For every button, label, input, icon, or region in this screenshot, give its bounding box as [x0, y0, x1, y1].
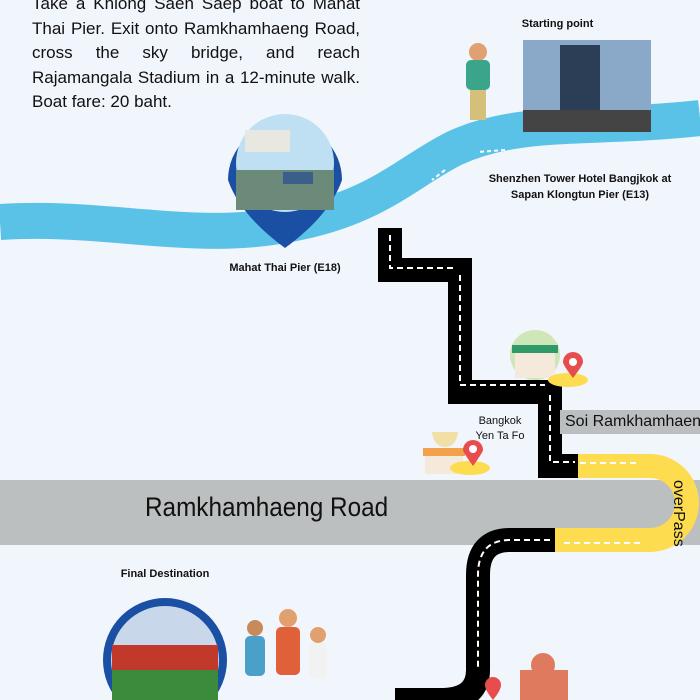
starting-point-label: Starting point — [521, 18, 594, 30]
hotel-photo — [523, 40, 651, 132]
pier-label: Mahat Thai Pier (E18) — [229, 262, 341, 274]
walking-route-1 — [378, 228, 578, 478]
route-1-dashes — [389, 235, 575, 463]
shop-label-line2: Yen Ta Fo — [475, 430, 525, 442]
shop-label-line1: Bangkok — [478, 415, 522, 427]
final-destination-label: Final Destination — [120, 568, 210, 580]
stadium-photo — [103, 598, 227, 700]
overpass-label: overPass — [670, 480, 687, 547]
convenience-store-icon — [510, 330, 588, 387]
noodle-shop-icon — [423, 432, 490, 475]
river-arrows — [431, 149, 506, 181]
overpass-route — [555, 454, 699, 552]
pier-pin-icon — [228, 114, 342, 248]
tourists-icon — [245, 609, 327, 678]
road-name: Ramkhamhaeng Road — [145, 492, 389, 522]
soi-ramkhamhaeng-label: Soi Ramkhamhaeng 67 — [560, 410, 700, 434]
shop-icon — [485, 653, 568, 700]
hotel-label-line2: Sapan Klongtun Pier (E13) — [510, 189, 650, 201]
hotel-label-line1: Shenzhen Tower Hotel Bangjkok at — [488, 173, 672, 185]
traveler-icon — [466, 43, 490, 120]
intro-text: Take a Khlong Saen Saep boat to Mahat Th… — [32, 0, 360, 111]
overpass-dashes — [560, 462, 640, 544]
route-2-dashes — [477, 539, 550, 670]
